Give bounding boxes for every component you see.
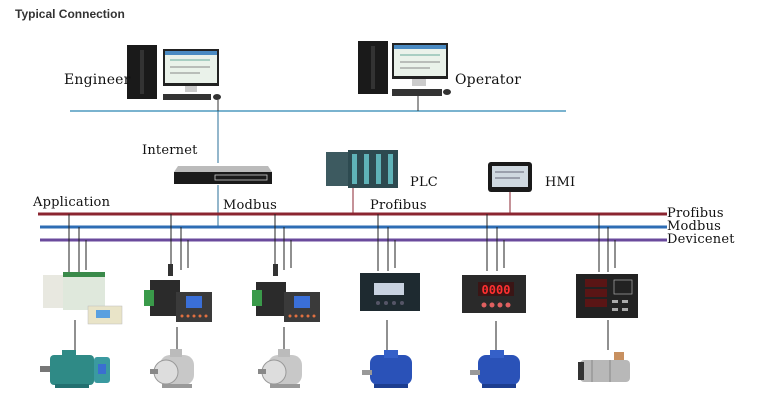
internet-label: Internet (142, 143, 198, 158)
bus-label-modbus: Modbus (667, 219, 722, 234)
motor-protector-display-icon-2 (252, 264, 320, 322)
silver-motor-icon-1 (150, 349, 194, 388)
diagram-title: Typical Connection (15, 7, 125, 21)
network-switch-icon (174, 166, 272, 184)
blue-motor-icon-1 (362, 350, 412, 388)
hmi-label: HMI (545, 175, 576, 190)
application-label: Application (33, 195, 111, 210)
silver-motor-icon-2 (258, 349, 302, 388)
motor-protector-display-icon-1 (144, 264, 212, 322)
operator-computer-icon (358, 41, 451, 96)
bus-label-profibus: Profibus (667, 206, 724, 221)
submersible-pump-icon (578, 352, 630, 382)
lcd-meter-icon (360, 273, 420, 311)
hmi-icon (488, 162, 532, 192)
blue-motor-icon-2 (470, 350, 520, 388)
plc-icon (326, 150, 398, 188)
led-meter-icon: 0000 (462, 275, 526, 313)
green-motor-icon (40, 350, 110, 388)
bus-label-devicenet: Devicenet (667, 232, 735, 247)
engineer-computer-icon (127, 45, 221, 100)
multi-led-meter-icon (576, 274, 638, 318)
drop-lines (68, 214, 616, 352)
modbus-label-top: Modbus (223, 198, 278, 213)
operator-label: Operator (455, 72, 522, 88)
profibus-label-top: Profibus (370, 198, 427, 213)
engineer-label: Engineer (64, 72, 131, 88)
led-readout: 0000 (482, 283, 511, 297)
modular-protector-icon (43, 272, 123, 325)
plc-label: PLC (410, 175, 438, 190)
